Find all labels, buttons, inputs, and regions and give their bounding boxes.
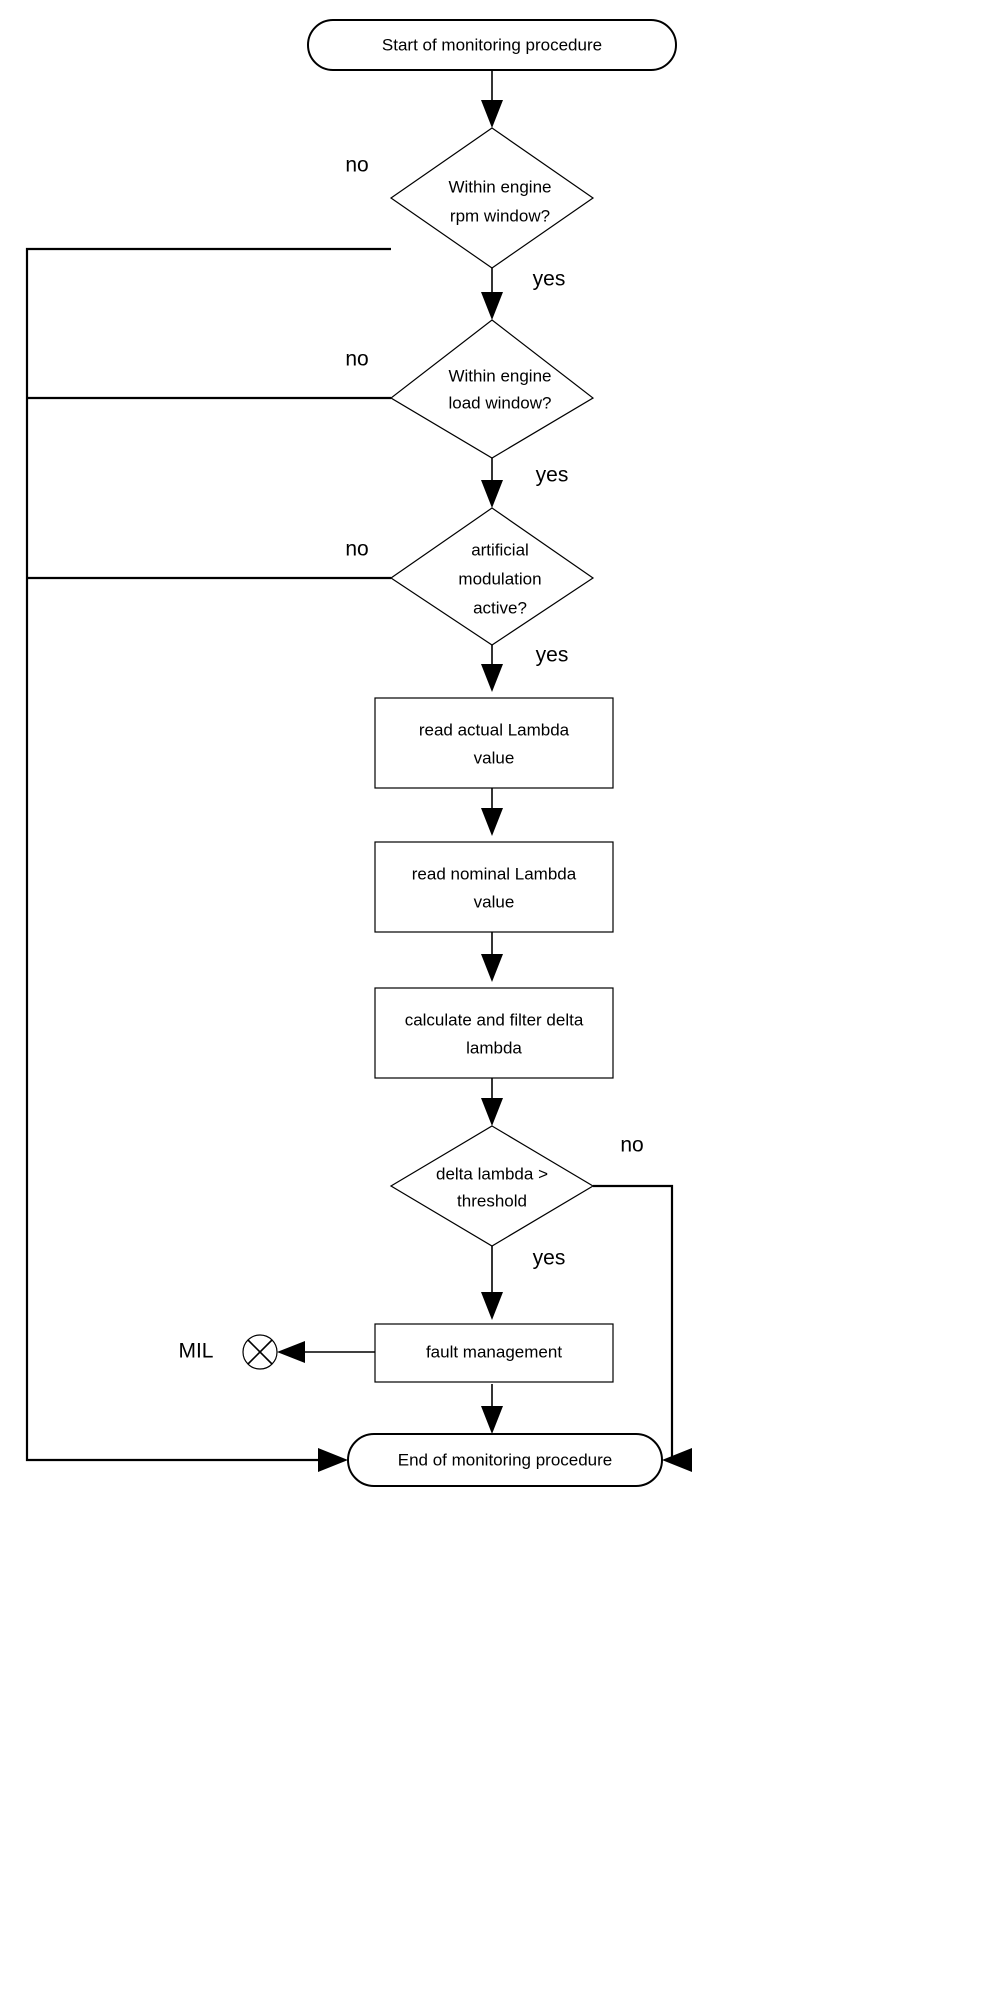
node-decision-rpm-line1: Within engine <box>448 177 551 196</box>
node-decision-rpm-line2: rpm window? <box>450 206 550 225</box>
edge-label-rpm-no: no <box>345 154 368 177</box>
node-calculate-delta-line1: calculate and filter delta <box>405 1010 584 1029</box>
node-decision-threshold-line2: threshold <box>457 1191 527 1210</box>
node-decision-modulation-line1: artificial <box>471 540 529 559</box>
node-decision-load-line2: load window? <box>448 393 551 412</box>
node-fault-management-label: fault management <box>426 1342 562 1361</box>
node-decision-rpm[interactable]: Within engine rpm window? <box>389 127 595 269</box>
edge-label-rpm-yes: yes <box>533 268 566 291</box>
node-decision-threshold-line1: delta lambda > <box>436 1164 548 1183</box>
connector-rpm-yes-to-load <box>481 268 503 320</box>
node-read-actual-line2: value <box>474 748 515 767</box>
connector-threshold-no-to-end <box>593 1184 692 1472</box>
connector-modulation-yes-to-read-actual <box>481 645 503 692</box>
edge-label-load-yes: yes <box>536 464 569 487</box>
node-mil-label: MIL <box>178 1340 213 1363</box>
connector-start-to-rpm <box>481 68 503 128</box>
edge-label-modulation-yes: yes <box>536 644 569 667</box>
edge-label-modulation-no: no <box>345 538 368 561</box>
node-end[interactable]: End of monitoring procedure <box>347 1433 663 1487</box>
edge-label-load-no: no <box>345 348 368 371</box>
node-decision-threshold[interactable]: delta lambda > threshold <box>389 1125 595 1247</box>
connector-threshold-yes-to-fault <box>481 1246 503 1320</box>
node-calculate-delta[interactable]: calculate and filter delta lambda <box>374 987 614 1079</box>
node-decision-modulation-line2: modulation <box>458 569 541 588</box>
node-fault-management[interactable]: fault management <box>374 1323 614 1383</box>
connector-fault-to-mil <box>277 1341 375 1363</box>
connector-rpm-no-to-end <box>25 247 391 1472</box>
node-mil-indicator[interactable] <box>242 1334 278 1370</box>
node-read-actual-line1: read actual Lambda <box>419 720 570 739</box>
node-calculate-delta-line2: lambda <box>466 1038 522 1057</box>
node-decision-modulation-line3: active? <box>473 598 527 617</box>
connector-load-yes-to-modulation <box>481 458 503 508</box>
node-decision-modulation[interactable]: artificial modulation active? <box>389 507 595 646</box>
connector-read-actual-to-read-nominal <box>481 788 503 836</box>
node-read-nominal-line2: value <box>474 892 515 911</box>
node-decision-load-line1: Within engine <box>448 366 551 385</box>
edge-label-threshold-no: no <box>620 1134 643 1157</box>
node-read-nominal-line1: read nominal Lambda <box>412 864 577 883</box>
node-read-actual[interactable]: read actual Lambda value <box>374 697 614 789</box>
connector-calculate-to-threshold <box>481 1078 503 1126</box>
edge-label-threshold-yes: yes <box>533 1247 566 1270</box>
node-start[interactable]: Start of monitoring procedure <box>307 19 677 71</box>
connector-read-nominal-to-calculate <box>481 932 503 982</box>
node-start-label: Start of monitoring procedure <box>382 35 602 54</box>
node-decision-load[interactable]: Within engine load window? <box>389 319 595 459</box>
connector-fault-to-end <box>481 1384 503 1434</box>
node-read-nominal[interactable]: read nominal Lambda value <box>374 841 614 933</box>
node-end-label: End of monitoring procedure <box>398 1450 613 1469</box>
